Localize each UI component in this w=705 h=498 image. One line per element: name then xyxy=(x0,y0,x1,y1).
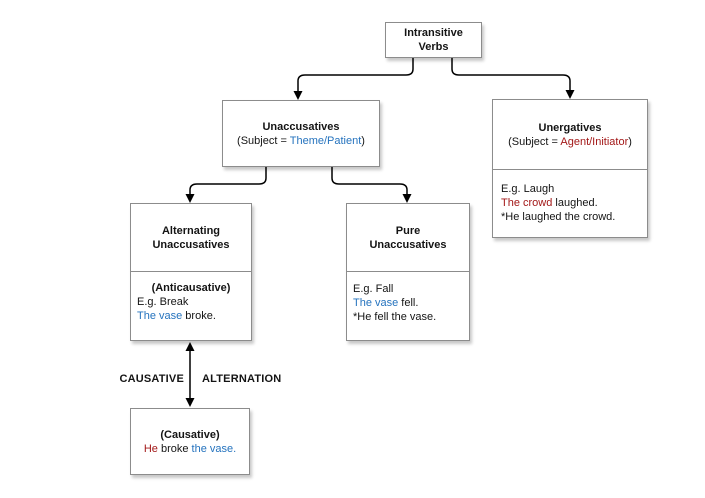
node-unaccusatives: Unaccusatives (Subject = Theme/Patient) xyxy=(222,100,380,167)
arrowhead-alternation-down xyxy=(185,398,195,407)
node-pure-header: Pure Unaccusatives xyxy=(347,204,469,272)
edge-unaccusatives-to-alternating xyxy=(189,167,267,197)
edge-label-alternation: ALTERNATION xyxy=(202,373,282,385)
arrowhead-alternation-up xyxy=(185,342,195,351)
node-intransitive-verbs-title: Intransitive Verbs xyxy=(404,27,463,53)
arrowhead-alternating xyxy=(185,194,195,203)
node-unergatives-header: Unergatives (Subject = Agent/Initiator) xyxy=(493,100,647,170)
node-unergatives-title: Unergatives xyxy=(538,121,602,134)
example-line: *He fell the vase. xyxy=(353,311,437,323)
node-alternating-header: Alternating Unaccusatives xyxy=(131,204,251,272)
example-line: The vase fell. xyxy=(353,297,419,309)
example-line: E.g. Break xyxy=(137,296,189,308)
arrowhead-unergatives xyxy=(565,90,575,99)
node-unergatives: Unergatives (Subject = Agent/Initiator) … xyxy=(492,99,648,238)
edge-unaccusatives-to-pure xyxy=(331,167,408,197)
arrowhead-pure xyxy=(402,194,412,203)
node-unergatives-examples: E.g. Laugh The crowd laughed. *He laughe… xyxy=(493,170,647,224)
node-unaccusatives-subtitle: (Subject = Theme/Patient) xyxy=(237,134,365,147)
example-line: The vase broke. xyxy=(137,310,216,322)
node-pure-title: Pure Unaccusatives xyxy=(369,224,447,251)
example-line: *He laughed the crowd. xyxy=(501,211,616,223)
node-pure-examples: E.g. Fall The vase fell. *He fell the va… xyxy=(347,272,469,324)
node-alternating-title: Alternating Unaccusatives xyxy=(152,224,230,251)
node-pure-unaccusatives: Pure Unaccusatives E.g. Fall The vase fe… xyxy=(346,203,470,341)
node-alternating-unaccusatives: Alternating Unaccusatives (Anticausative… xyxy=(130,203,252,341)
example-line: The crowd laughed. xyxy=(501,197,598,209)
arrowhead-unaccusatives xyxy=(293,91,303,100)
node-unaccusatives-title: Unaccusatives xyxy=(262,120,340,133)
edge-label-causative: CAUSATIVE xyxy=(119,373,184,385)
example-line: E.g. Laugh xyxy=(501,183,555,195)
node-intransitive-verbs: Intransitive Verbs xyxy=(385,22,482,58)
example-line: He broke the vase. xyxy=(143,442,237,455)
example-line: E.g. Fall xyxy=(353,283,394,295)
node-unergatives-subtitle: (Subject = Agent/Initiator) xyxy=(508,135,632,148)
node-alternating-sublabel: (Anticausative) xyxy=(151,282,231,294)
node-alternating-examples: (Anticausative) E.g. Break The vase brok… xyxy=(131,272,251,323)
edge-intransitive-to-unergatives xyxy=(451,58,571,93)
node-causative: (Causative) He broke the vase. xyxy=(130,408,250,475)
edge-intransitive-to-unaccusatives xyxy=(297,58,414,94)
node-causative-sublabel: (Causative) xyxy=(160,428,220,441)
